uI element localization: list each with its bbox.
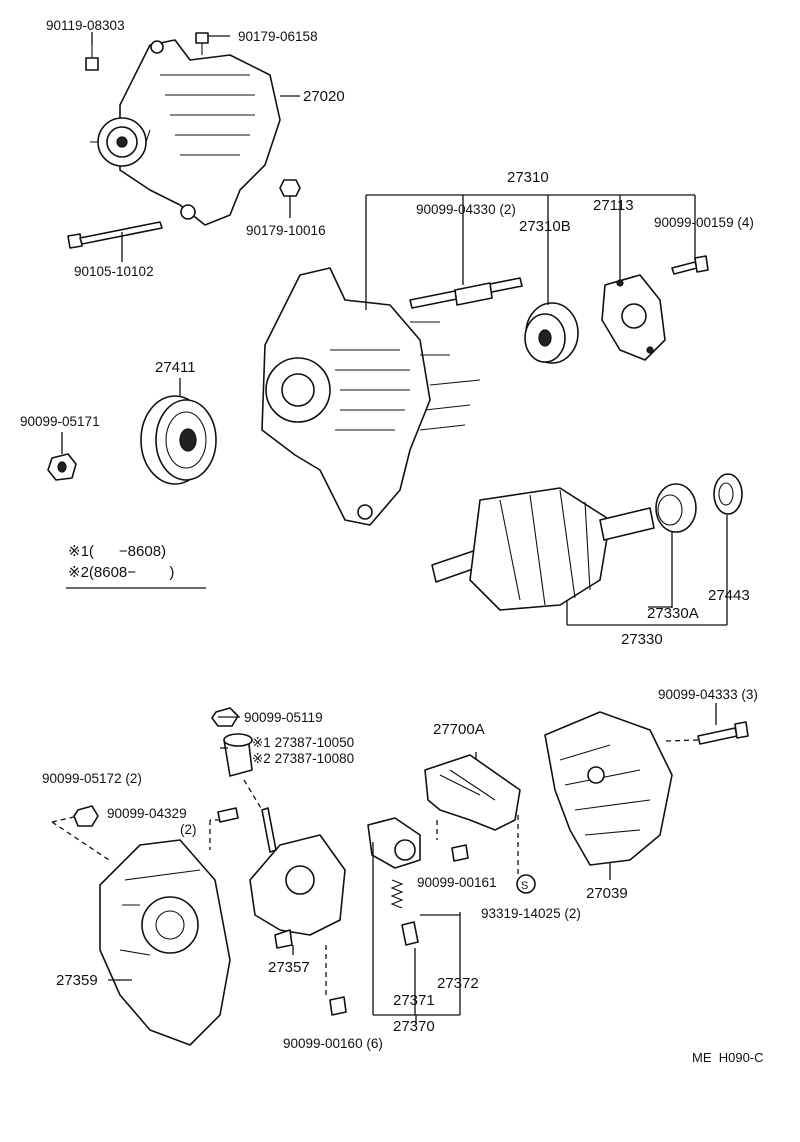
screw-90179-06158 (195, 32, 209, 55)
label-93319-14025: 93319-14025 (2) (481, 906, 581, 921)
retainer-plate-27113 (601, 274, 666, 361)
alternator-assembly-drawing (90, 39, 281, 226)
legend-line-2: ※2(8608− ) (68, 564, 174, 581)
label-27372: 27372 (437, 975, 479, 992)
screw-90099-00159 (671, 255, 709, 275)
stud-bolt-90099-04330 (409, 277, 523, 309)
label-90119-08303: 90119-08303 (46, 18, 125, 33)
label-27387-10050: ※1 27387-10050 (252, 735, 354, 750)
washer-93319-14025: S (516, 874, 536, 894)
rear-end-frame-27359 (99, 839, 231, 1046)
label-90099-05171: 90099-05171 (20, 414, 100, 429)
label-90099-00161: 90099-00161 (417, 875, 497, 890)
label-90179-10016: 90179-10016 (246, 223, 326, 238)
label-27330: 27330 (621, 631, 663, 648)
footer-diagram-code: ME H090-C (692, 1050, 764, 1065)
brush-holder-27370 (367, 817, 421, 869)
label-27371: 27371 (393, 992, 435, 1009)
drive-end-frame-drawing (261, 267, 481, 526)
bolt-90099-04333 (697, 721, 749, 745)
label-27443: 27443 (708, 587, 750, 604)
label-27020: 27020 (303, 88, 345, 105)
nut-90179-10016 (279, 179, 301, 197)
part-labels: 90119-08303 90179-06158 27020 90179-1001… (20, 18, 758, 1051)
label-27039: 27039 (586, 885, 628, 902)
rotor-27330 (431, 487, 655, 611)
screw-90099-00161 (451, 844, 469, 862)
label-27330A: 27330A (647, 605, 699, 622)
label-90099-00160: 90099-00160 (6) (283, 1036, 383, 1051)
label-27310: 27310 (507, 169, 549, 186)
spring-27372 (390, 879, 404, 909)
label-27700A: 27700A (433, 721, 485, 738)
legend-line-1: ※1( −8608) (68, 543, 166, 560)
label-27370: 27370 (393, 1018, 435, 1035)
legend: ※1( −8608) ※2(8608− ) (66, 543, 206, 589)
bearing-cover-27443 (713, 473, 743, 515)
bearing-27330A (655, 483, 697, 533)
long-bolt-90105-10102 (67, 221, 163, 249)
leader-lines (61, 32, 728, 1025)
nut-90099-05172 (73, 805, 99, 827)
label-90099-05119: 90099-05119 (244, 710, 323, 725)
label-27310B: 27310B (519, 218, 571, 235)
label-27387-10080: ※2 27387-10080 (252, 751, 354, 766)
label-90099-04330: 90099-04330 (2) (416, 202, 516, 217)
rear-cover-27039 (544, 711, 673, 866)
insulator-bushing-27387 (223, 733, 253, 777)
label-90105-10102: 90105-10102 (74, 264, 154, 279)
label-27359: 27359 (56, 972, 98, 989)
label-90179-06158: 90179-06158 (238, 29, 318, 44)
rectifier-27357 (249, 807, 346, 949)
bolt-90119-08303 (85, 45, 99, 71)
label-90099-05172: 90099-05172 (2) (42, 771, 142, 786)
bolt-90099-04329 (217, 807, 239, 823)
nut-90099-05171 (47, 453, 77, 481)
label-90099-04333: 90099-04333 (3) (658, 687, 758, 702)
label-27411: 27411 (155, 359, 196, 376)
bolt-90099-00160 (329, 996, 347, 1016)
brush-27371 (401, 921, 419, 946)
svg-text:S: S (521, 880, 528, 892)
dashed-assembly-lines (51, 739, 699, 998)
label-90099-04329: 90099-04329 (107, 806, 187, 821)
label-90099-04329-qty: (2) (180, 822, 197, 837)
label-90099-00159: 90099-00159 (4) (654, 215, 754, 230)
label-27357: 27357 (268, 959, 310, 976)
bearing-27310B (524, 302, 579, 364)
pulley-27411 (140, 395, 217, 485)
label-27113: 27113 (593, 197, 634, 214)
regulator-27700A (424, 754, 521, 831)
